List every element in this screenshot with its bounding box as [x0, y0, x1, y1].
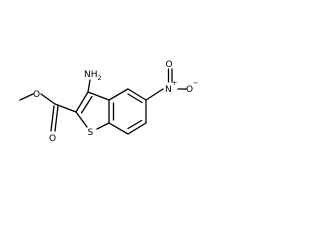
bond-ether-o-methyl	[19, 93, 34, 101]
bond-inner-c4-c5	[127, 93, 143, 104]
nitro-n-label: N	[165, 85, 172, 95]
nitro-o-charge: −	[193, 79, 198, 87]
ester-carbonyl-o-label: O	[49, 134, 56, 144]
bond-c4-c5	[127, 88, 147, 101]
amino-label: NH2	[84, 70, 102, 82]
bond-s1-c7a	[96, 122, 110, 130]
molecule-diagram: NH2 S N + O O − O O	[19, 60, 198, 144]
bond-c2-s1	[75, 111, 88, 128]
bond-c5-no2	[145, 88, 164, 101]
bond-c7-c7a	[108, 122, 129, 135]
nitro-o-double-label: O	[166, 60, 173, 70]
nitro-o-single-label: O	[186, 85, 193, 95]
ester-ether-o-label: O	[33, 90, 40, 100]
bond-c3-c2	[75, 91, 89, 113]
bond-c3-nh2	[87, 79, 91, 93]
nitro-n-charge: +	[172, 79, 177, 87]
bond-carbonyl-o-double-b	[54, 105, 59, 132]
benzene-ring	[108, 88, 147, 135]
bond-carbonyl-o-double-a	[50, 105, 55, 132]
bond-c3-c2-double	[80, 95, 93, 114]
bond-carbonyl-ether-o	[40, 93, 56, 105]
bond-c2-carbonyl	[54, 103, 77, 113]
ester-group	[19, 93, 77, 132]
bond-c3a-c3	[87, 91, 110, 101]
structure-canvas: NH2 S N + O O − O O	[19, 60, 198, 144]
bond-inner-c6-c7	[127, 119, 143, 130]
bond-c3a-c4	[108, 88, 129, 101]
nitro-group	[145, 68, 188, 101]
bond-c6-c7	[127, 122, 147, 135]
thiophene-ring	[75, 91, 110, 130]
sulfur-label: S	[88, 128, 94, 138]
